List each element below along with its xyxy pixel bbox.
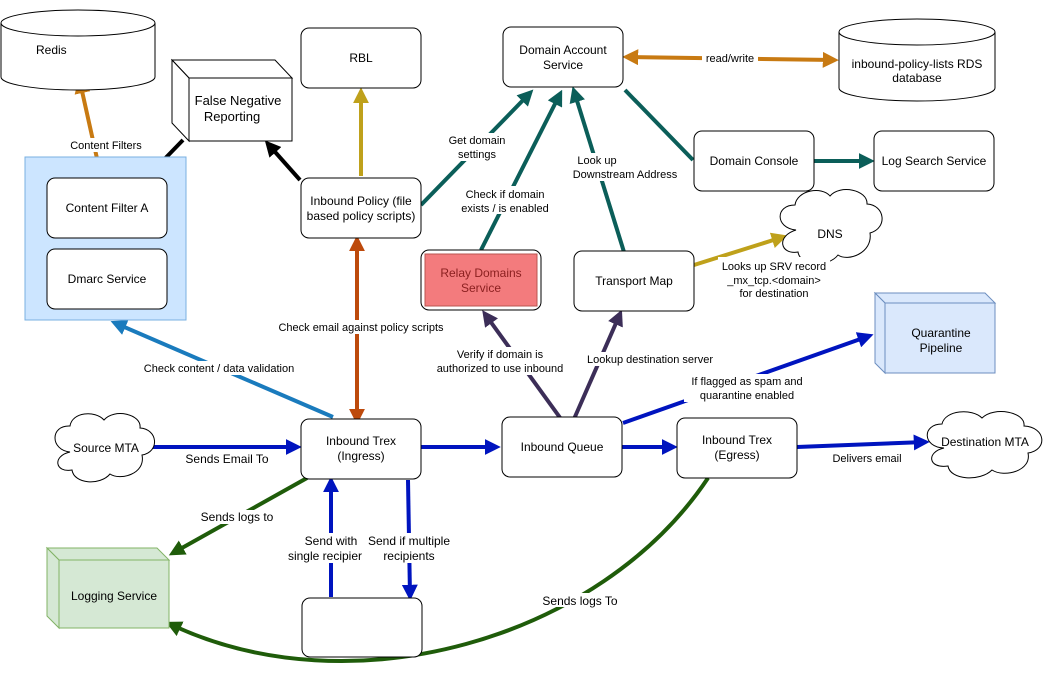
edge-labels: Content Filters read/write Get domain se… — [65, 51, 908, 608]
recipient-box-node[interactable] — [301, 597, 423, 658]
relay-domains-label-1: Relay Domains — [440, 266, 521, 280]
inbound-trex-ingress-node[interactable]: Inbound Trex (Ingress) — [300, 418, 422, 480]
redis-label: Redis — [36, 43, 67, 57]
false-negative-reporting-node[interactable]: False Negative Reporting — [170, 58, 294, 143]
domain-account-service-node[interactable]: Domain Account Service — [502, 26, 624, 88]
looks-up-srv-label-1: Looks up SRV record — [722, 261, 826, 273]
sends-email-to-label: Sends Email To — [185, 452, 268, 466]
inbound-queue-label: Inbound Queue — [521, 440, 604, 454]
inbound-trex-egress-node[interactable]: Inbound Trex (Egress) — [676, 417, 798, 479]
dmarc-service-label: Dmarc Service — [68, 272, 147, 286]
destination-mta-cloud-node[interactable]: Destination MTA — [926, 411, 1043, 479]
looks-up-srv-label-3: for destination — [739, 288, 808, 300]
log-search-service-node[interactable]: Log Search Service — [873, 130, 995, 192]
quarantine-label-1: Quarantine — [911, 326, 971, 340]
get-domain-settings-label-1: Get domain — [449, 135, 506, 147]
flagged-spam-label-1: If flagged as spam and — [691, 376, 802, 388]
dns-label: DNS — [817, 227, 842, 241]
dns-cloud-node[interactable]: DNS — [779, 189, 883, 265]
check-policy-scripts-label: Check email against policy scripts — [278, 322, 444, 334]
flagged-spam-label-2: quarantine enabled — [700, 390, 794, 402]
false-negative-label-2: Reporting — [204, 109, 260, 124]
logging-service-node[interactable]: Logging Service — [45, 546, 171, 630]
edge-transport-dns — [693, 232, 788, 267]
ingress-label-1: Inbound Trex — [326, 434, 396, 448]
get-domain-settings-label-2: settings — [458, 149, 496, 161]
inbound-policy-node[interactable]: Inbound Policy (file based policy script… — [300, 177, 422, 239]
verify-domain-label-2: authorized to use inbound — [437, 363, 564, 375]
domain-console-label: Domain Console — [710, 154, 799, 168]
lookup-destination-label: Lookup destination server — [587, 354, 713, 366]
redis-node[interactable]: Redis — [0, 9, 156, 91]
send-multiple-label-2: recipients — [383, 549, 434, 563]
egress-label-2: (Egress) — [714, 448, 759, 462]
content-filter-a-node[interactable]: Content Filter A — [46, 177, 168, 239]
read-write-label: read/write — [706, 53, 754, 65]
rds-label-1: inbound-policy-lists RDS — [852, 57, 983, 71]
edge-relay-domain-account — [479, 89, 563, 251]
verify-domain-label-1: Verify if domain is — [457, 349, 544, 361]
false-negative-label-1: False Negative — [195, 93, 282, 108]
destination-mta-label: Destination MTA — [941, 435, 1029, 449]
edge-egress-destination — [796, 434, 930, 451]
edge-policy-false-negative — [264, 140, 302, 182]
content-filter-a-label: Content Filter A — [66, 201, 149, 215]
rds-label-2: database — [892, 71, 942, 85]
look-up-downstream-label-1: Look up — [577, 155, 616, 167]
rbl-node[interactable]: RBL — [300, 27, 422, 89]
logging-service-label: Logging Service — [71, 589, 157, 603]
domain-account-label-1: Domain Account — [519, 43, 607, 57]
transport-map-label: Transport Map — [595, 274, 673, 288]
edge-egress-logging — [165, 476, 710, 663]
source-mta-label: Source MTA — [73, 441, 139, 455]
rds-database-node[interactable]: inbound-policy-lists RDS database — [838, 18, 996, 102]
ingress-label-2: (Ingress) — [337, 449, 384, 463]
edge-queue-transport — [572, 309, 623, 420]
send-single-label-2: single recipier — [288, 549, 362, 563]
egress-label-1: Inbound Trex — [702, 433, 772, 447]
inbound-queue-node[interactable]: Inbound Queue — [501, 416, 623, 478]
delivers-email-label: Delivers email — [832, 453, 901, 465]
check-domain-enabled-label-1: Check if domain — [466, 189, 545, 201]
dmarc-service-node[interactable]: Dmarc Service — [46, 248, 168, 310]
log-search-label: Log Search Service — [882, 154, 987, 168]
inbound-policy-label-1: Inbound Policy (file — [310, 194, 412, 208]
domain-account-label-2: Service — [543, 58, 583, 72]
check-domain-enabled-label-2: exists / is enabled — [461, 203, 548, 215]
quarantine-label-2: Pipeline — [920, 341, 963, 355]
relay-domains-service-node[interactable]: Relay Domains Service — [420, 249, 542, 311]
transport-map-node[interactable]: Transport Map — [573, 250, 695, 312]
content-filters-group-label: Content Filters — [70, 140, 142, 152]
looks-up-srv-label-2: _mx_tcp.<domain> — [726, 275, 821, 287]
rbl-label: RBL — [349, 51, 373, 65]
send-multiple-label-1: Send if multiple — [368, 534, 450, 548]
look-up-downstream-label-2: Downstream Address — [573, 169, 678, 181]
check-content-label: Check content / data validation — [144, 363, 294, 375]
send-single-label-1: Send with — [305, 534, 358, 548]
edge-console-domain-account — [623, 88, 695, 162]
sends-logs-to-label-2: Sends logs To — [542, 594, 617, 608]
sends-logs-to-label: Sends logs to — [201, 510, 274, 524]
inbound-policy-label-2: based policy scripts) — [307, 209, 416, 223]
quarantine-pipeline-node[interactable]: Quarantine Pipeline — [873, 291, 997, 375]
source-mta-cloud-node[interactable]: Source MTA — [54, 413, 155, 483]
relay-domains-label-2: Service — [461, 281, 501, 295]
domain-console-node[interactable]: Domain Console — [693, 130, 815, 192]
